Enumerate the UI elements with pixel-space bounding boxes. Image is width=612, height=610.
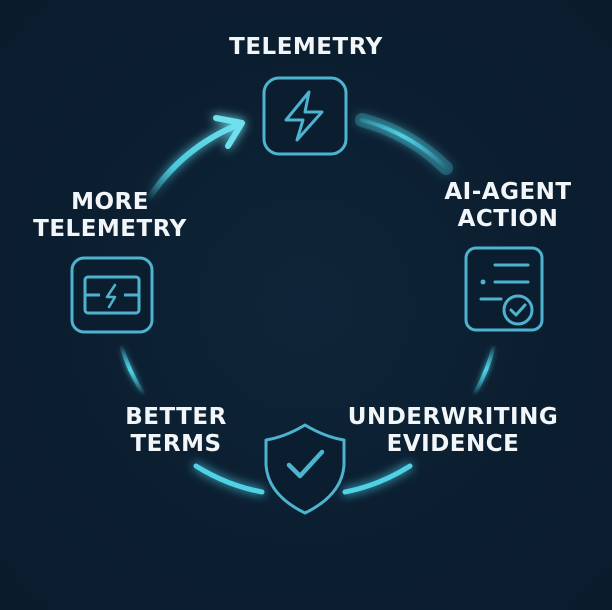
arc-telemetry-to-ai-agent-action: [355, 113, 453, 175]
node-label-telemetry: TELEMETRY: [229, 34, 383, 60]
node-label-underwriting-evidence: UNDERWRITING EVIDENCE: [347, 404, 559, 457]
node-label-better-terms: BETTER TERMS: [125, 404, 227, 457]
arrow-arc-more-telemetry-to-telemetry: [145, 115, 245, 203]
shield-check-icon: [264, 423, 346, 515]
arc-better-terms-to-more-telemetry: [119, 343, 146, 397]
node-label-more-telemetry: MORE TELEMETRY: [33, 189, 187, 242]
battery-charge-icon: [70, 256, 154, 334]
arc-ai-agent-action-to-underwriting: [472, 343, 496, 397]
arc-underwriting-to-better-terms-left: [193, 463, 265, 495]
lightning-bolt-icon: [262, 76, 348, 156]
node-label-ai-agent-action: AI-AGENT ACTION: [444, 179, 572, 232]
checklist-document-icon: [464, 246, 544, 332]
arrowhead-icon: [213, 115, 245, 149]
arc-underwriting-to-better-terms-right: [342, 463, 413, 495]
